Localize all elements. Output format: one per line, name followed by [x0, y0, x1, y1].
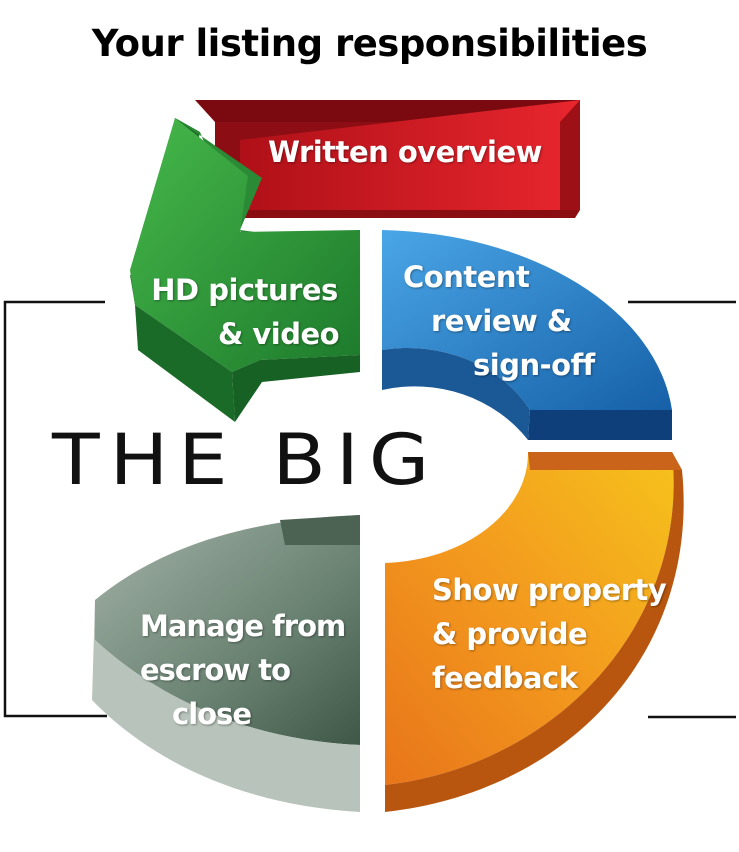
segment-written-overview	[195, 100, 580, 218]
manage-line-3: close	[172, 697, 252, 731]
show-line-3: feedback	[432, 661, 578, 695]
segment-manage-escrow	[92, 515, 360, 812]
manage-line-1: Manage from	[140, 609, 346, 643]
show-line-2: & provide	[432, 617, 588, 651]
content-line-3: sign-off	[473, 348, 595, 382]
page-title: Your listing responsibilities	[91, 22, 648, 65]
content-line-1: Content	[403, 260, 530, 294]
left-bracket	[3, 300, 107, 718]
written-line-1: Written overview	[268, 135, 542, 169]
right-bracket-lines	[628, 300, 736, 719]
show-property-label: Show property & provide feedback	[432, 568, 667, 700]
manage-line-2: escrow to	[140, 653, 291, 687]
content-review-label: Content review & sign-off	[403, 255, 595, 387]
written-overview-label: Written overview	[268, 130, 542, 174]
manage-escrow-label: Manage from escrow to close	[140, 604, 346, 736]
segment-hd-pictures	[130, 118, 360, 422]
segment-content-review	[382, 230, 672, 440]
show-line-1: Show property	[432, 573, 667, 607]
content-line-2: review &	[431, 304, 572, 338]
center-label: THE BIG	[52, 420, 440, 501]
hd-line-2: & video	[218, 317, 340, 351]
hd-line-1: HD pictures	[151, 273, 338, 307]
hd-pictures-label: HD pictures & video	[150, 268, 339, 356]
segment-show-property	[385, 452, 684, 812]
